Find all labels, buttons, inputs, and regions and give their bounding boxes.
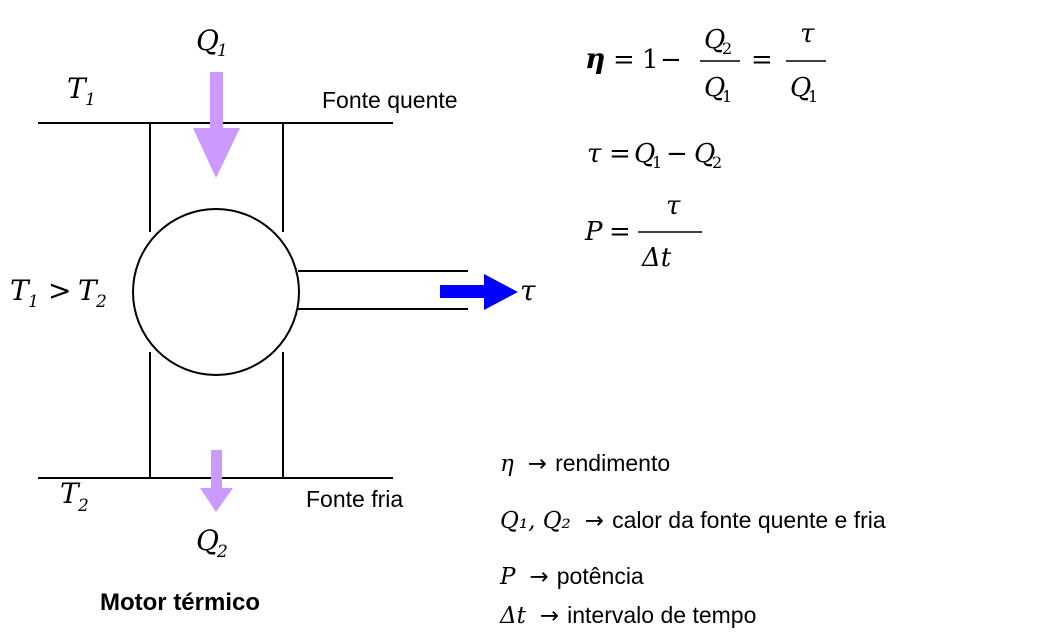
legend-text: rendimento	[555, 450, 671, 476]
legend-row-power: P → potência	[500, 563, 644, 590]
work-formula: τ = Q 1 − Q 2	[587, 139, 722, 172]
svg-text:η: η	[585, 42, 605, 75]
work-label: τ	[520, 274, 536, 307]
svg-text:Q: Q	[694, 139, 715, 169]
svg-text:1: 1	[722, 87, 732, 106]
legend-symbol: P	[500, 564, 516, 590]
right-arrow-icon: →	[527, 451, 548, 477]
right-arrow-icon: →	[529, 564, 549, 590]
heat-out-arrow	[200, 450, 233, 512]
svg-text:1: 1	[642, 45, 659, 75]
svg-text:Q: Q	[196, 24, 219, 57]
svg-text:>: >	[48, 274, 71, 307]
legend-text: potência	[556, 563, 644, 589]
svg-text:1: 1	[85, 90, 96, 110]
svg-text:=: =	[609, 217, 631, 247]
svg-text:1: 1	[217, 41, 228, 61]
legend-row-time: Δt → intervalo de tempo	[500, 602, 756, 629]
svg-text:=: =	[613, 45, 635, 75]
heat-in-label: Q 1	[196, 24, 228, 61]
svg-text:T: T	[60, 477, 81, 510]
svg-text:Q: Q	[704, 73, 725, 103]
svg-text:=: =	[751, 45, 773, 75]
svg-text:τ: τ	[800, 19, 815, 49]
work-arrow	[440, 274, 518, 310]
caption: Motor térmico	[100, 589, 260, 616]
legend-symbol: Δt	[500, 603, 526, 629]
svg-text:2: 2	[216, 542, 228, 562]
svg-text:2: 2	[77, 496, 89, 516]
right-arrow-icon: →	[584, 508, 605, 534]
legend-row-efficiency: η → rendimento	[500, 450, 670, 477]
svg-text:T: T	[10, 274, 31, 307]
svg-text:−: −	[666, 139, 688, 169]
svg-text:T: T	[67, 72, 88, 105]
hot-source-label: Fonte quente	[322, 87, 458, 113]
legend-symbol: η	[500, 451, 514, 477]
legend-symbol: Q₁, Q₂	[500, 508, 571, 534]
svg-text:1: 1	[808, 87, 818, 106]
power-formula: P = τ Δt	[584, 191, 702, 273]
svg-text:Δt: Δt	[641, 243, 672, 273]
svg-text:Q: Q	[790, 73, 811, 103]
engine-circle	[132, 208, 300, 376]
heat-in-arrow	[193, 72, 240, 178]
svg-text:−: −	[660, 45, 682, 75]
svg-text:T: T	[78, 274, 99, 307]
legend-text: calor da fonte quente e fria	[612, 507, 886, 533]
efficiency-formula: η = 1 − Q 2 Q 1 = τ Q 1	[585, 19, 826, 106]
svg-text:2: 2	[722, 39, 732, 58]
right-arrow-icon: →	[539, 603, 560, 629]
t2-label: T 2	[60, 477, 89, 516]
legend-row-heat: Q₁, Q₂ → calor da fonte quente e fria	[500, 507, 886, 534]
heat-out-label: Q 2	[196, 524, 228, 562]
legend-text: intervalo de tempo	[567, 602, 757, 628]
svg-text:2: 2	[95, 292, 107, 312]
svg-text:Q: Q	[196, 524, 219, 557]
svg-text:τ: τ	[666, 191, 681, 221]
temperature-condition: T 1 > T 2	[10, 274, 107, 312]
svg-text:1: 1	[652, 153, 662, 172]
svg-text:P: P	[584, 217, 603, 247]
svg-text:=: =	[609, 139, 631, 169]
svg-text:1: 1	[28, 292, 39, 312]
svg-text:2: 2	[712, 153, 722, 172]
svg-text:Q: Q	[704, 25, 725, 55]
svg-text:τ: τ	[587, 139, 602, 169]
svg-text:Q: Q	[634, 139, 655, 169]
t1-label: T 1	[67, 72, 96, 110]
cold-source-label: Fonte fria	[306, 486, 403, 512]
